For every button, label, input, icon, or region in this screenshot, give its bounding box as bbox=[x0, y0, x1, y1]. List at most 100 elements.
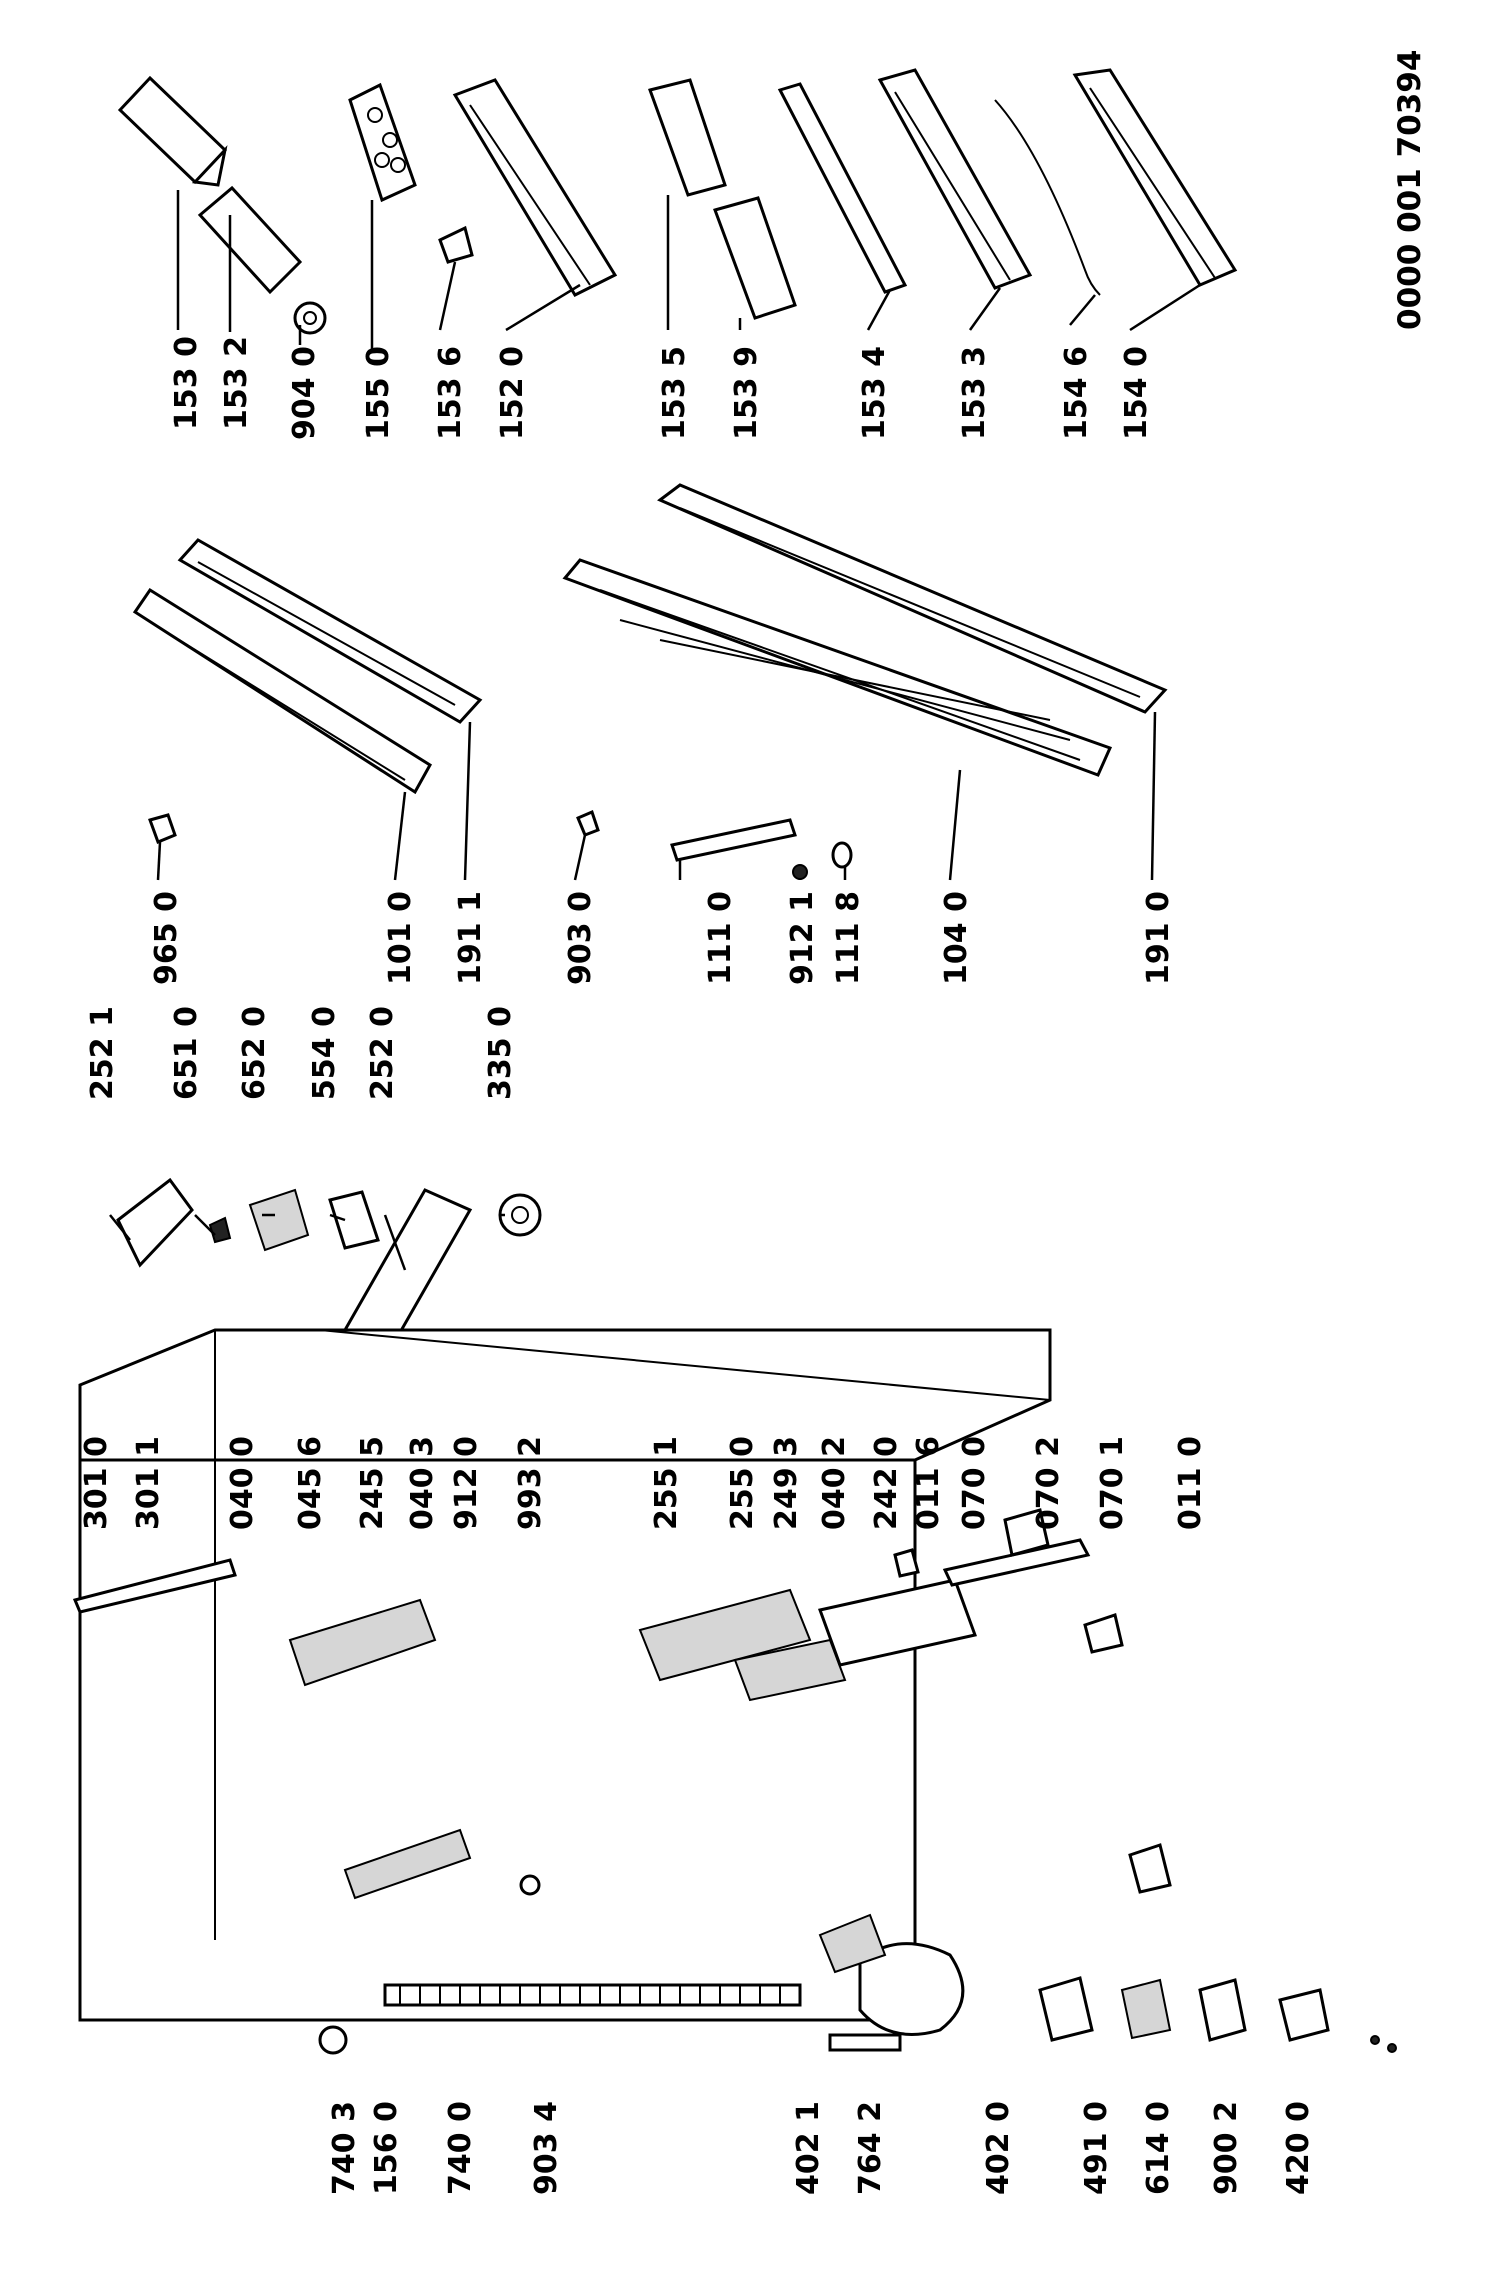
part-420-0-capacitor bbox=[1278, 1988, 1330, 2042]
part-152-0-shelf bbox=[452, 78, 618, 297]
label-491-0: 491 0 bbox=[1079, 2101, 1114, 2195]
label-154-0: 154 0 bbox=[1119, 346, 1154, 440]
label-011-6: 011 6 bbox=[911, 1436, 946, 1530]
part-740-0-condenser bbox=[383, 1983, 802, 2007]
part-153-3-shelf bbox=[877, 68, 1033, 290]
part-554-0-lamp bbox=[328, 1190, 380, 1250]
part-156-0-grille bbox=[343, 1828, 472, 1900]
label-153-4: 153 4 bbox=[857, 346, 892, 440]
part-651-0-knob bbox=[208, 1216, 232, 1244]
label-402-0: 402 0 bbox=[981, 2101, 1016, 2195]
label-040-0: 040 0 bbox=[225, 1436, 260, 1530]
label-191-1: 191 1 bbox=[453, 891, 488, 985]
label-111-8: 111 8 bbox=[831, 891, 866, 985]
part-301-0-trim bbox=[72, 1558, 237, 1614]
part-652-0-thermostat bbox=[248, 1188, 310, 1252]
part-111-0-hinge-plate bbox=[670, 818, 797, 862]
part-255-1-shelf bbox=[638, 1588, 812, 1682]
label-191-0: 191 0 bbox=[1141, 891, 1176, 985]
label-040-3: 040 3 bbox=[405, 1436, 440, 1530]
part-153-9-bin bbox=[713, 196, 797, 320]
part-900-2-bracket bbox=[1198, 1978, 1247, 2042]
label-155-0: 155 0 bbox=[361, 346, 396, 440]
label-904-0: 904 0 bbox=[287, 346, 322, 440]
label-764-2: 764 2 bbox=[853, 2101, 888, 2195]
part-764-2-drier bbox=[828, 2033, 902, 2052]
label-420-0: 420 0 bbox=[1281, 2101, 1316, 2195]
label-965-0: 965 0 bbox=[149, 891, 184, 985]
label-402-1: 402 1 bbox=[791, 2101, 826, 2195]
label-652-0: 652 0 bbox=[237, 1006, 272, 1100]
label-column-cabinet: 301 0 301 1 040 0 045 6 245 5 040 3 912 … bbox=[79, 1436, 1208, 1530]
part-153-5-bin bbox=[648, 78, 727, 197]
label-153-9: 153 9 bbox=[729, 346, 764, 440]
label-245-5: 245 5 bbox=[355, 1436, 390, 1530]
label-255-1: 255 1 bbox=[649, 1436, 684, 1530]
part-252-1-housing bbox=[116, 1177, 194, 1268]
document-number: 0000 001 70394 bbox=[1392, 50, 1428, 330]
part-153-4-bar bbox=[777, 82, 908, 294]
part-153-0-cover bbox=[117, 75, 228, 187]
label-249-3: 249 3 bbox=[769, 1436, 804, 1530]
label-153-3: 153 3 bbox=[957, 346, 992, 440]
label-912-1: 912 1 bbox=[785, 891, 820, 985]
door-shelves-group bbox=[117, 68, 1238, 335]
label-column-top: 153 0 153 2 904 0 155 0 153 6 152 0 153 … bbox=[169, 336, 1154, 440]
part-011-0-leg bbox=[1128, 1843, 1172, 1894]
label-153-6: 153 6 bbox=[433, 346, 468, 440]
label-903-0: 903 0 bbox=[563, 891, 598, 985]
label-111-0: 111 0 bbox=[703, 891, 738, 985]
part-245-5-evaporator bbox=[288, 1598, 437, 1687]
label-252-0: 252 0 bbox=[365, 1006, 400, 1100]
part-154-0-shelf bbox=[1072, 68, 1238, 287]
label-740-3: 740 3 bbox=[327, 2101, 362, 2195]
label-154-6: 154 6 bbox=[1059, 346, 1094, 440]
part-903-4-screw bbox=[519, 1874, 541, 1896]
part-912-1-screw bbox=[792, 864, 808, 880]
doors-group bbox=[132, 483, 1168, 880]
label-651-0: 651 0 bbox=[169, 1006, 204, 1100]
label-070-2: 070 2 bbox=[1031, 1436, 1066, 1530]
label-912-0: 912 0 bbox=[449, 1436, 484, 1530]
part-402-0-compressor bbox=[858, 1942, 965, 2036]
part-491-0-box bbox=[1038, 1976, 1094, 2042]
label-156-0: 156 0 bbox=[369, 2101, 404, 2195]
label-070-1: 070 1 bbox=[1095, 1436, 1130, 1530]
cabinet-side bbox=[78, 1458, 917, 2022]
label-070-0: 070 0 bbox=[957, 1436, 992, 1530]
label-045-6: 045 6 bbox=[293, 1436, 328, 1530]
part-903-0-screw bbox=[576, 809, 600, 837]
controls-group bbox=[116, 1177, 542, 1352]
label-column-controls: 252 1 651 0 652 0 554 0 252 0 335 0 bbox=[85, 1006, 518, 1100]
label-040-2: 040 2 bbox=[817, 1436, 852, 1530]
label-152-0: 152 0 bbox=[495, 346, 530, 440]
leader-lines bbox=[109, 190, 1201, 1271]
label-104-0: 104 0 bbox=[939, 891, 974, 985]
part-740-3-knob bbox=[318, 2025, 348, 2055]
label-153-0: 153 0 bbox=[169, 336, 204, 430]
part-153-6-clip bbox=[438, 225, 474, 264]
label-335-0: 335 0 bbox=[483, 1006, 518, 1100]
label-301-0: 301 0 bbox=[79, 1436, 114, 1530]
label-255-0: 255 0 bbox=[725, 1436, 760, 1530]
label-554-0: 554 0 bbox=[307, 1006, 342, 1100]
part-242-0-crisper bbox=[818, 1578, 977, 1667]
label-153-2: 153 2 bbox=[219, 336, 254, 430]
part-070-1-foot bbox=[1083, 1613, 1124, 1654]
part-335-0-fan bbox=[498, 1193, 542, 1237]
cabinet-group bbox=[72, 1328, 1397, 2055]
label-242-0: 242 0 bbox=[869, 1436, 904, 1530]
label-011-0: 011 0 bbox=[1173, 1436, 1208, 1530]
part-111-8-cap bbox=[831, 841, 853, 869]
part-011-6-leg bbox=[893, 1548, 920, 1578]
label-740-0: 740 0 bbox=[443, 2101, 478, 2195]
part-614-0-starter bbox=[1120, 1978, 1172, 2040]
label-252-1: 252 1 bbox=[85, 1006, 120, 1100]
label-301-1: 301 1 bbox=[131, 1436, 166, 1530]
part-965-0-bumper bbox=[148, 813, 177, 844]
label-614-0: 614 0 bbox=[1141, 2101, 1176, 2195]
part-255-0-shelf bbox=[733, 1638, 847, 1702]
part-904-0-knob bbox=[293, 301, 327, 335]
